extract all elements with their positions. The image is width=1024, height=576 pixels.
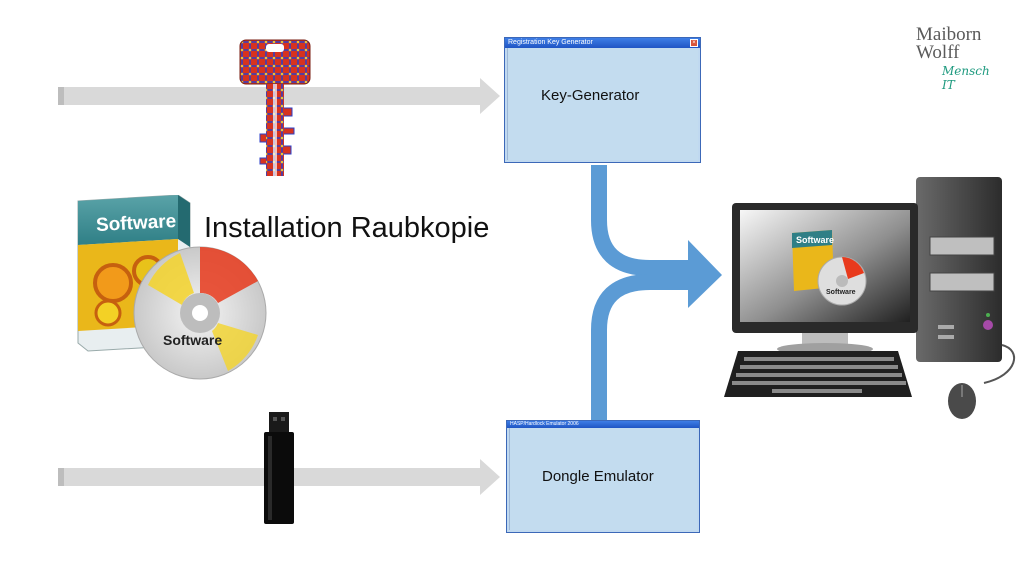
dongle-emulator-window[interactable]: HASP/Hardlock Emulator 2006 Dongle Emula…: [506, 420, 700, 533]
logo-line-2: Wolff: [916, 42, 960, 63]
usb-stick-icon: [264, 412, 294, 524]
dongle-emulator-label: Dongle Emulator: [542, 468, 654, 485]
close-icon[interactable]: ×: [690, 39, 698, 47]
software-box-icon: Software Software: [68, 195, 278, 380]
dongle-emulator-titlebar: HASP/Hardlock Emulator 2006: [507, 421, 699, 428]
desktop-computer-icon: Software Software: [722, 175, 1022, 425]
key-generator-titlebar: Registration Key Generator ×: [505, 38, 700, 48]
software-box-label: Software: [95, 210, 177, 237]
key-generator-window[interactable]: Registration Key Generator × Key-Generat…: [504, 37, 701, 163]
logo-line-1: Maiborn: [916, 24, 982, 45]
software-disc-label: Software: [163, 332, 223, 348]
key-generator-body: [507, 48, 698, 160]
dongle-emulator-titlebar-text: HASP/Hardlock Emulator 2006: [510, 421, 579, 427]
merge-flow-arrow: [591, 165, 722, 420]
logo-tagline: Mensch IT: [942, 64, 990, 92]
key-generator-label: Key-Generator: [541, 87, 640, 104]
page-title: Installation Raubkopie: [204, 212, 490, 244]
key-icon: [239, 39, 311, 176]
dongle-emulator-body: [509, 428, 697, 530]
monitor-box-label: Software: [796, 235, 835, 245]
monitor-disc-label: Software: [826, 289, 856, 296]
key-generator-titlebar-text: Registration Key Generator: [508, 39, 593, 46]
maibornwolff-logo: Maiborn Wolff Mensch IT: [916, 24, 1006, 92]
